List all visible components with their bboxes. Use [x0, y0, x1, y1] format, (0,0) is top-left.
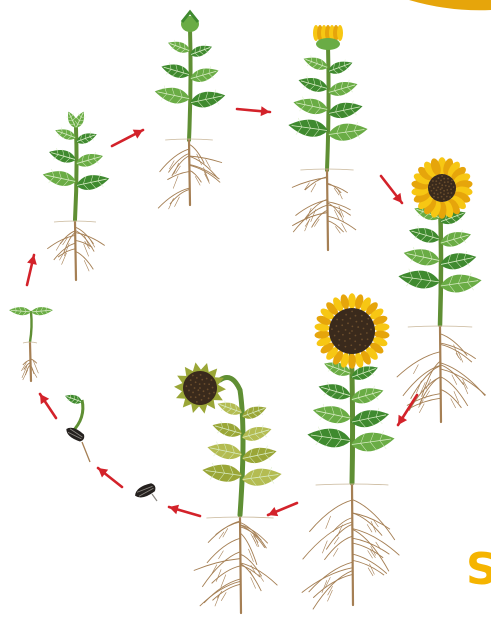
- mature-sunflower-icon: [302, 293, 400, 609]
- red-arrow-icon: [27, 255, 37, 285]
- germinating-seed-icon: [64, 392, 90, 462]
- red-arrow-icon: [112, 130, 143, 146]
- sunflower-seed-icon: [133, 481, 157, 501]
- blooming-sunflower-icon: [397, 157, 486, 422]
- young-plant-icon: [41, 110, 110, 280]
- red-arrow-icon: [381, 176, 402, 203]
- bud-opening-plant-icon: [287, 25, 369, 250]
- red-arrow-icon: [40, 394, 56, 418]
- budding-plant-icon: [153, 12, 227, 209]
- red-arrow-icon: [398, 395, 417, 425]
- edge-letter: S: [466, 548, 491, 592]
- wilting-sunflower-icon: [169, 358, 282, 613]
- corner-decoration: [409, 0, 491, 10]
- red-arrow-icon: [169, 505, 200, 516]
- seedling-icon: [9, 306, 54, 381]
- red-arrow-icon: [98, 468, 122, 487]
- red-arrow-icon: [268, 503, 297, 516]
- red-arrow-icon: [237, 106, 270, 116]
